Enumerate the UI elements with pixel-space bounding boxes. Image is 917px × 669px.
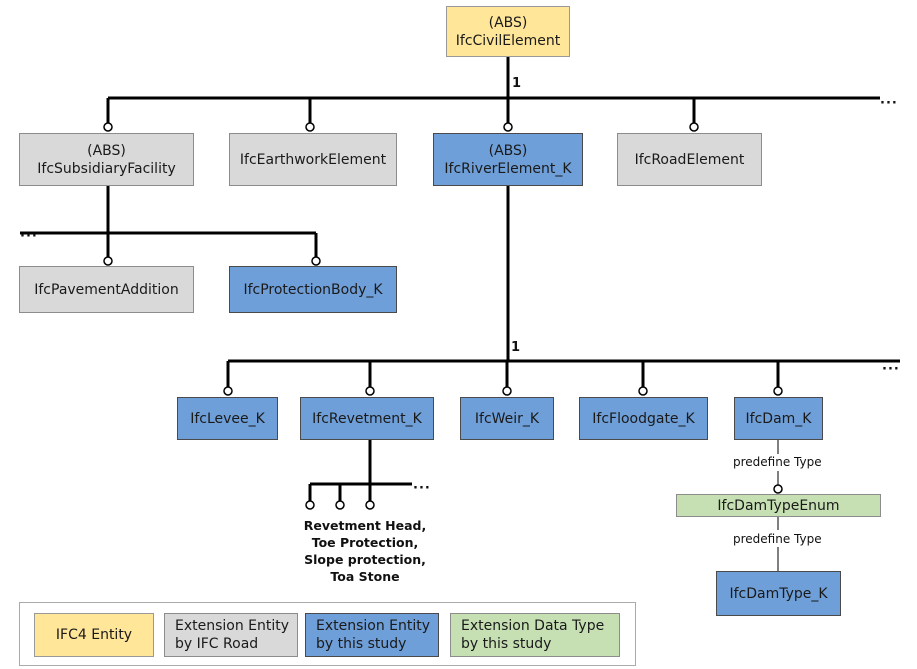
legend-ifc4-line1: IFC4 Entity [55,627,133,643]
ellipsis-subsidiary: ··· [20,229,38,244]
node-earthwork-element[interactable]: IfcEarthworkElement [229,133,397,186]
floodgate-name: IfcFloodgate_K [592,410,695,427]
revetment-name: IfcRevetment_K [312,410,422,427]
weir-name: IfcWeir_K [474,410,540,427]
node-weir[interactable]: IfcWeir_K [460,397,554,440]
dam-name: IfcDam_K [745,410,812,427]
ellipsis-top: ··· [880,96,898,111]
subsidiary-facility-abs: (ABS) [87,142,126,159]
node-levee[interactable]: IfcLevee_K [177,397,278,440]
node-dam-type-enum[interactable]: IfcDamTypeEnum [676,494,881,517]
revetment-type-toe: Toe Protection, [311,535,419,550]
revetment-types-note: Revetment Head, Toe Protection, Slope pr… [295,517,435,585]
legend-this-study: Extension Entity by this study [305,613,439,657]
predefine-type-label-2: predefine Type [733,532,822,546]
ellipsis-river: ··· [882,362,900,377]
node-pavement-addition[interactable]: IfcPavementAddition [19,266,194,313]
legend-this-study-line2: by this study [316,636,407,652]
legend-ifc-road: Extension Entity by IFC Road [164,613,298,657]
dam-type-name: IfcDamType_K [729,585,828,602]
revetment-type-head: Revetment Head, [303,518,427,533]
legend-ifc-road-line1: Extension Entity [175,618,290,634]
node-road-element[interactable]: IfcRoadElement [617,133,762,186]
revetment-type-slope: Slope protection, [304,552,426,567]
node-subsidiary-facility[interactable]: (ABS) IfcSubsidiaryFacility [19,133,194,186]
civil-element-abs: (ABS) [488,14,528,31]
multiplicity-top: 1 [512,76,522,91]
river-element-name: IfcRiverElement_K [444,160,572,177]
road-element-name: IfcRoadElement [634,151,745,168]
node-civil-element[interactable]: (ABS) IfcCivilElement [446,6,570,57]
node-floodgate[interactable]: IfcFloodgate_K [579,397,708,440]
earthwork-element-name: IfcEarthworkElement [239,151,387,168]
legend-data-type: Extension Data Type by this study [450,613,620,657]
dam-type-enum-name: IfcDamTypeEnum [717,497,840,514]
pavement-addition-name: IfcPavementAddition [34,281,179,298]
node-dam-type[interactable]: IfcDamType_K [716,571,841,616]
legend-data-type-line1: Extension Data Type [461,618,605,634]
node-river-element[interactable]: (ABS) IfcRiverElement_K [433,133,583,186]
civil-element-name: IfcCivilElement [455,32,561,49]
multiplicity-river: 1 [511,340,521,355]
node-revetment[interactable]: IfcRevetment_K [300,397,434,440]
legend-ifc-road-line2: by IFC Road [175,636,259,652]
subsidiary-facility-name: IfcSubsidiaryFacility [37,160,176,177]
levee-name: IfcLevee_K [190,410,265,427]
legend-data-type-line2: by this study [461,636,552,652]
node-protection-body[interactable]: IfcProtectionBody_K [229,266,397,313]
legend-this-study-line1: Extension Entity [316,618,431,634]
legend: IFC4 Entity Extension Entity by IFC Road… [19,602,636,666]
revetment-type-stone: Toa Stone [330,569,400,584]
river-element-abs: (ABS) [488,142,528,159]
ellipsis-revetment: ··· [413,481,431,496]
node-dam[interactable]: IfcDam_K [734,397,823,440]
predefine-type-label-1: predefine Type [733,455,822,469]
protection-body-name: IfcProtectionBody_K [243,281,383,298]
legend-ifc4: IFC4 Entity [34,613,154,657]
